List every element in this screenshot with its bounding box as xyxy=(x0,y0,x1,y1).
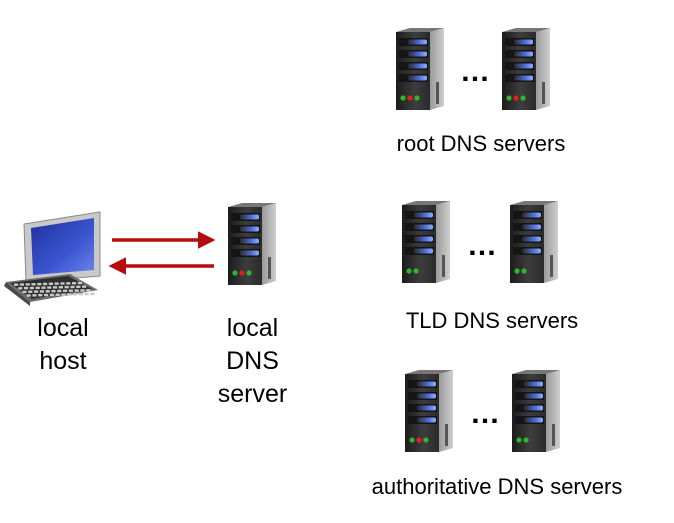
authoritative-dns-server-2-icon xyxy=(512,370,560,452)
local-host-computer-icon xyxy=(4,211,101,306)
tld-dns-servers-label: TLD DNS servers xyxy=(405,308,579,333)
local-dns-label-line1: local xyxy=(226,314,279,342)
query-arrows xyxy=(108,231,216,275)
local-dns-server-icon xyxy=(228,203,276,285)
authoritative-dns-server-1-icon xyxy=(405,370,453,452)
local-dns-label-line3: server xyxy=(217,380,288,408)
authoritative-dns-servers-label: authoritative DNS servers xyxy=(371,474,623,499)
local-dns-label: local DNS server xyxy=(200,312,305,411)
tld-dns-server-1-icon xyxy=(402,201,450,283)
local-dns-label-line2: DNS xyxy=(226,347,279,375)
authoritative-servers-ellipsis: … xyxy=(470,397,501,430)
root-dns-servers-label: root DNS servers xyxy=(396,131,566,156)
root-dns-server-1-icon xyxy=(396,28,444,110)
local-host-label-line1: local xyxy=(37,314,89,342)
root-dns-server-2-icon xyxy=(502,28,550,110)
local-host-label-line2: host xyxy=(39,347,87,375)
root-servers-ellipsis: … xyxy=(460,55,491,88)
local-host-label: local host xyxy=(18,312,108,378)
tld-servers-ellipsis: … xyxy=(467,229,498,262)
tld-dns-server-2-icon xyxy=(510,201,558,283)
